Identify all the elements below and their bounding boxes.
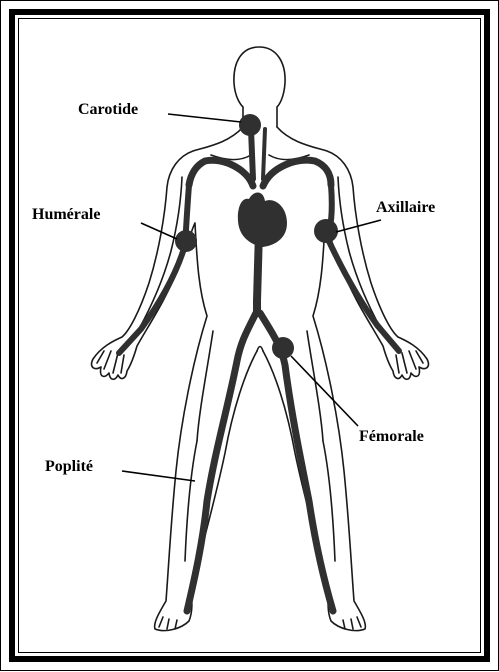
label-femorale: Fémorale bbox=[359, 428, 424, 446]
femorale-leader bbox=[291, 356, 358, 426]
label-humerale: Humérale bbox=[32, 206, 100, 224]
label-carotide: Carotide bbox=[78, 101, 138, 119]
axillaire-pulse-dot bbox=[314, 219, 338, 243]
humerale-pulse-dot bbox=[175, 230, 197, 252]
femorale-pulse-dot bbox=[272, 337, 294, 359]
carotide-leader bbox=[168, 114, 241, 122]
body-outline bbox=[92, 47, 429, 631]
heart-shape bbox=[238, 193, 287, 248]
poplite-leader bbox=[122, 471, 195, 481]
label-axillaire: Axillaire bbox=[376, 199, 435, 217]
label-poplite: Poplité bbox=[45, 458, 93, 476]
carotide-pulse-dot bbox=[239, 114, 261, 136]
humerale-leader bbox=[141, 223, 177, 239]
